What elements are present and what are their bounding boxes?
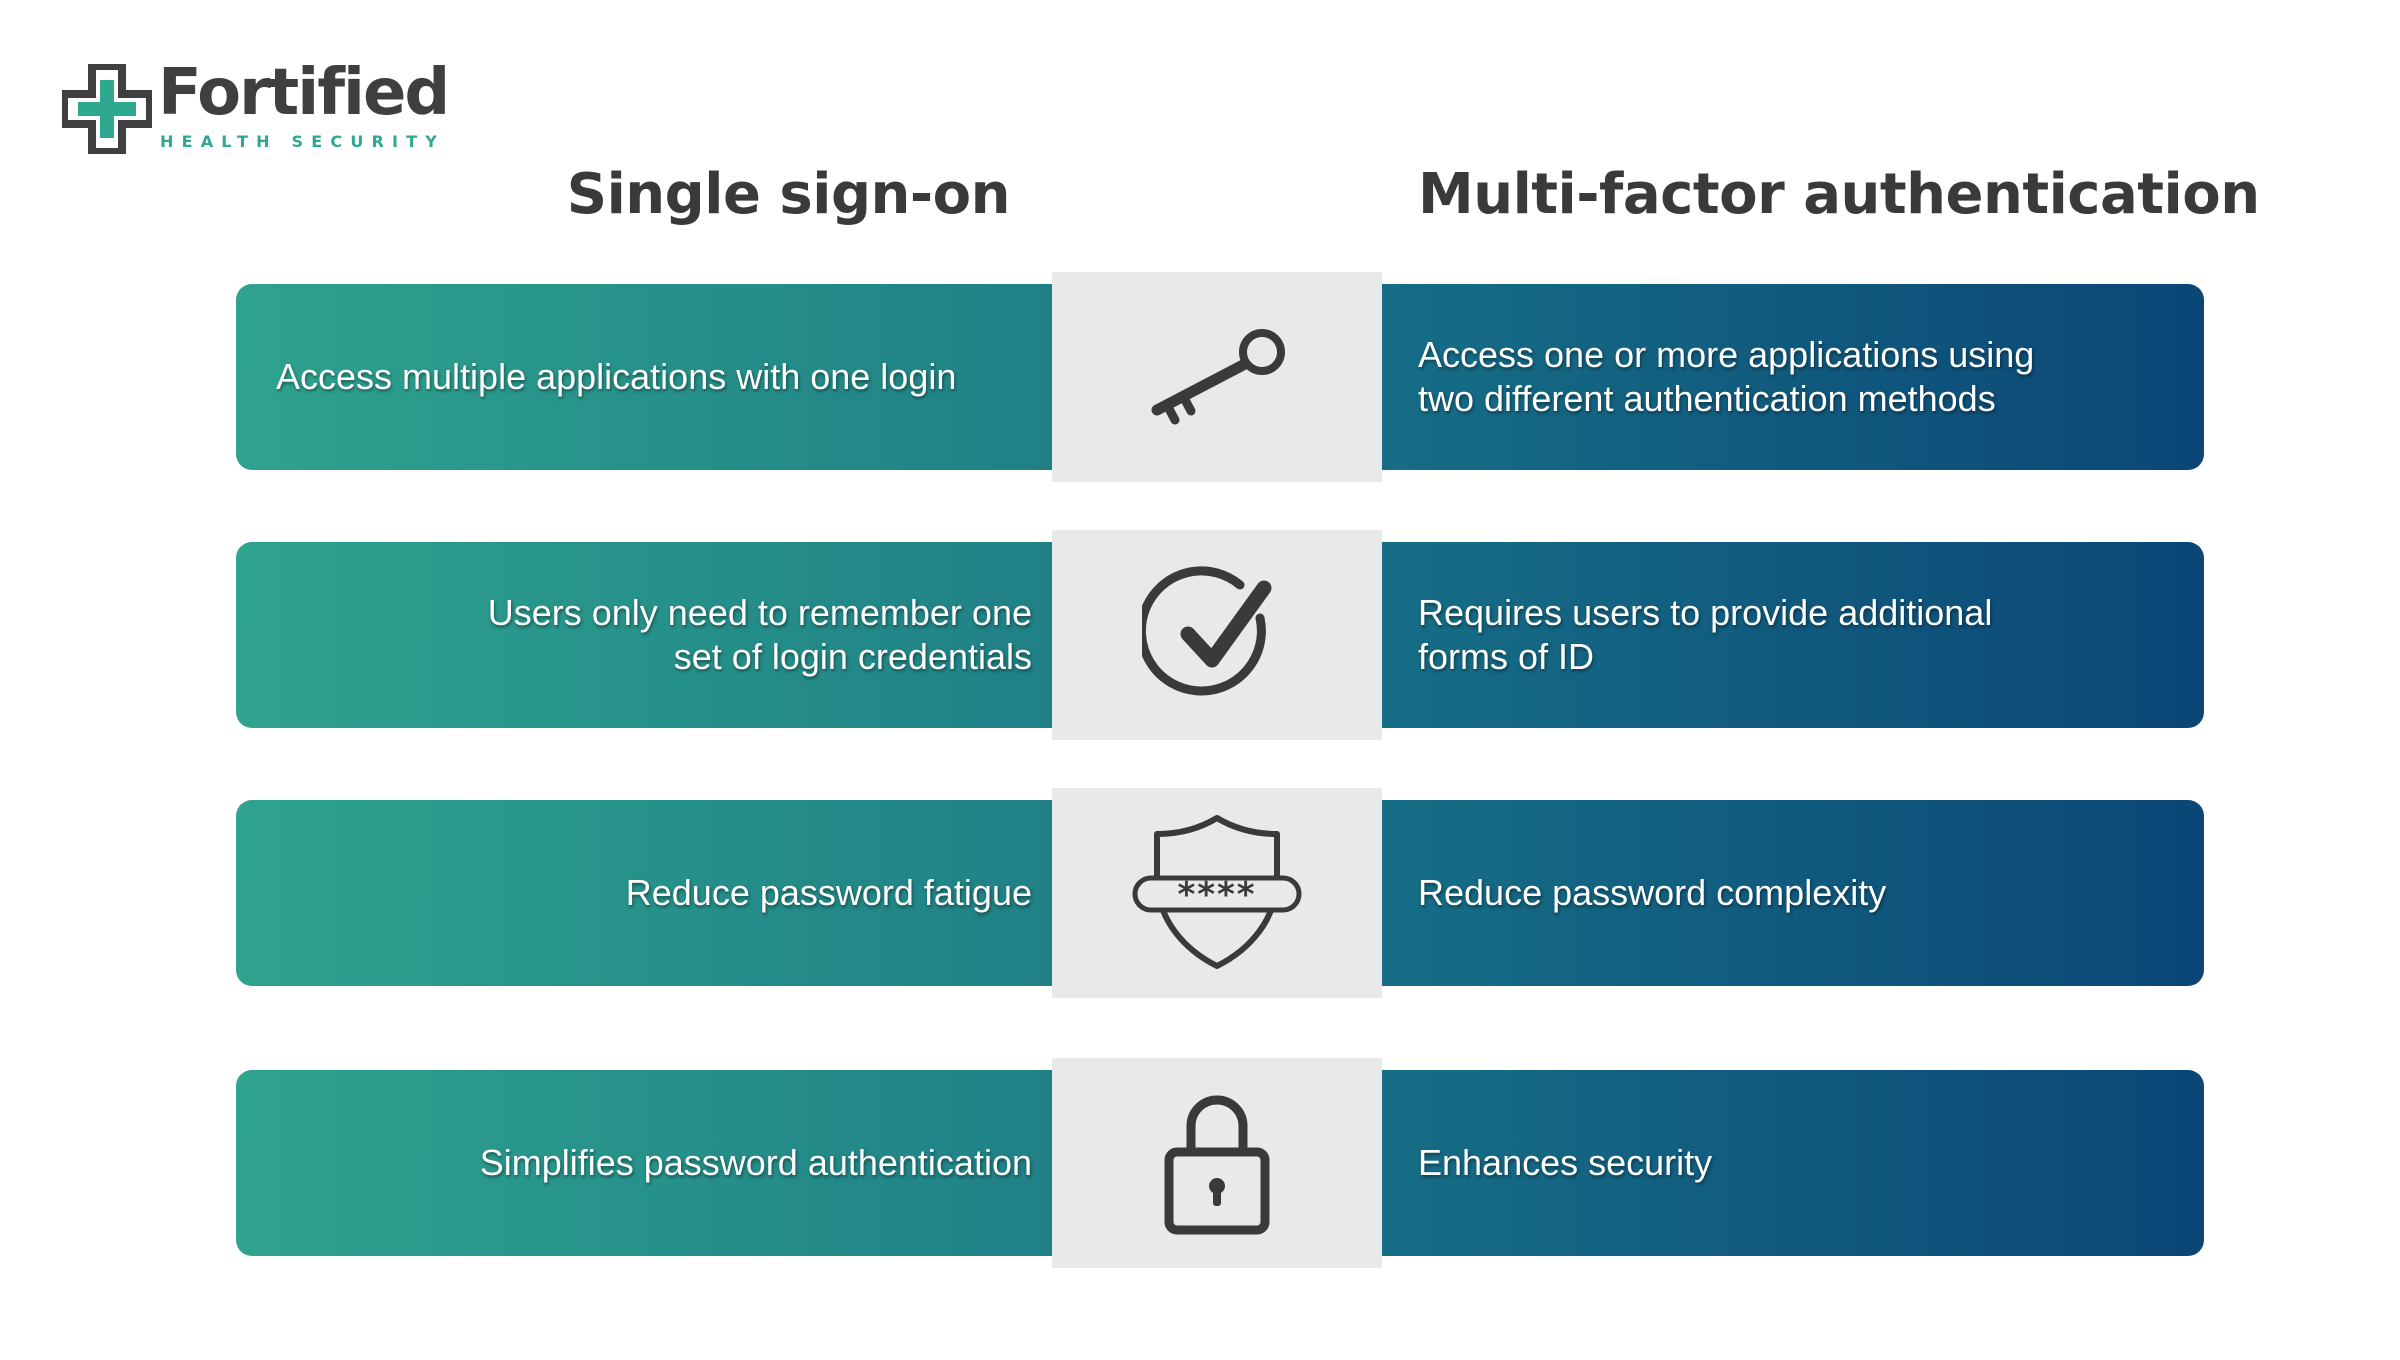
sso-feature-text: Access multiple applications with one lo… [276, 356, 957, 397]
icon-panel [1052, 272, 1382, 482]
sso-feature-bar: Simplifies password authentication [236, 1070, 1076, 1256]
comparison-row: Reduce password fatigue Reduce password … [0, 788, 2400, 998]
icon-panel [1052, 530, 1382, 740]
mfa-feature-bar: Reduce password complexity [1378, 800, 2204, 986]
padlock-icon [1164, 1095, 1270, 1235]
comparison-row: Access multiple applications with one lo… [0, 272, 2400, 482]
sso-feature-bar: Reduce password fatigue [236, 800, 1076, 986]
icon-panel [1052, 1058, 1382, 1268]
shield-password-icon: **** [1132, 815, 1302, 969]
brand-name: Fortified [158, 56, 450, 130]
mfa-feature-text: Enhances security [1418, 1142, 1713, 1183]
brand-logo: Fortified HEALTH SECURITY [62, 56, 450, 158]
column-title-sso: Single sign-on [566, 162, 1011, 227]
mfa-feature-bar: Requires users to provide additional for… [1378, 542, 2204, 728]
mfa-feature-text: Requires users to provide additional for… [1418, 592, 1993, 677]
comparison-row: Users only need to remember one set of l… [0, 530, 2400, 740]
brand-tagline: HEALTH SECURITY [160, 132, 446, 151]
svg-text:****: **** [1177, 875, 1256, 915]
sso-feature-bar: Users only need to remember one set of l… [236, 542, 1076, 728]
sso-feature-text: Simplifies password authentication [479, 1142, 1032, 1183]
comparison-row: Simplifies password authentication Enhan… [0, 1058, 2400, 1268]
mfa-feature-text: Access one or more applications using tw… [1418, 334, 2035, 419]
mfa-feature-text: Reduce password complexity [1418, 872, 1887, 913]
sso-feature-bar: Access multiple applications with one lo… [236, 284, 1076, 470]
column-title-mfa: Multi-factor authentication [1418, 162, 2260, 227]
icon-panel: **** [1052, 788, 1382, 998]
sso-feature-text: Reduce password fatigue [625, 872, 1032, 913]
medical-cross-logo-icon [62, 64, 152, 154]
mfa-feature-bar: Enhances security [1378, 1070, 2204, 1256]
checkmark-circle-icon [1142, 566, 1272, 696]
mfa-feature-bar: Access one or more applications using tw… [1378, 284, 2204, 470]
sso-feature-text: Users only need to remember one set of l… [487, 592, 1032, 677]
key-icon [1151, 329, 1285, 425]
